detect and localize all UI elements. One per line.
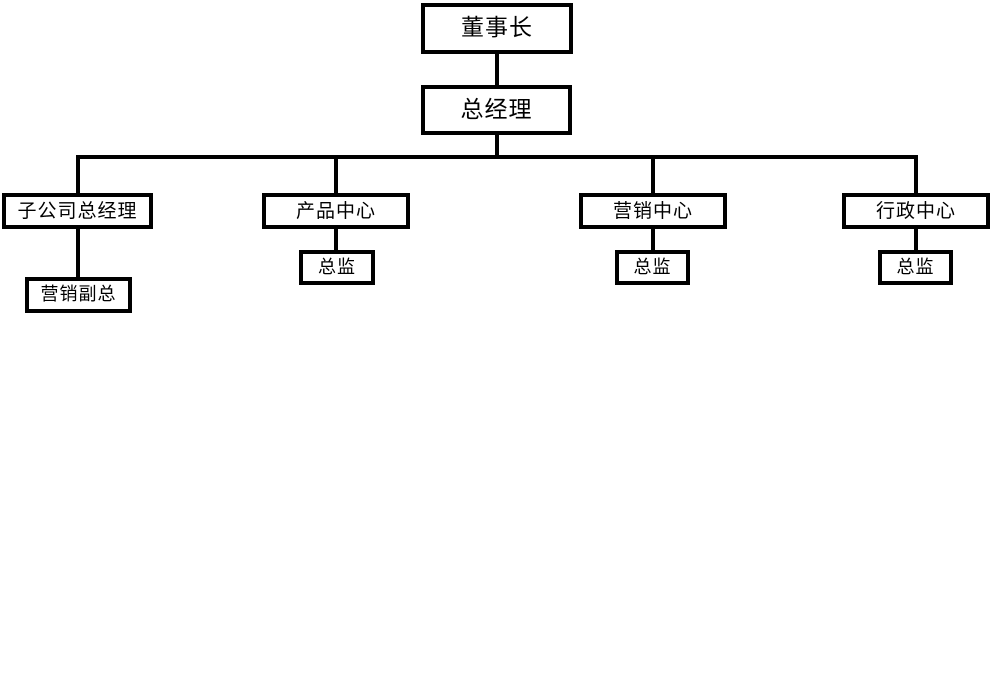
org-node-admin-director-label: 总监 [896, 256, 935, 278]
org-node-admin-director[interactable]: 总监 [878, 250, 953, 285]
connector-product-center-to-director [334, 229, 338, 252]
connector-subsidiary-gm-to-vp-sales [76, 229, 80, 279]
connector-bus-to-sales-center [651, 155, 655, 195]
org-node-product-director[interactable]: 总监 [299, 250, 375, 285]
org-node-product-center-label: 产品中心 [295, 199, 376, 222]
org-node-product-director-label: 总监 [318, 256, 356, 278]
org-node-admin-center-label: 行政中心 [875, 199, 956, 222]
org-node-general-manager-label: 总经理 [460, 96, 533, 123]
org-node-sales-director[interactable]: 总监 [615, 250, 690, 285]
org-node-vp-sales-label: 营销副总 [40, 284, 117, 305]
org-node-sales-center-label: 营销中心 [612, 199, 693, 222]
org-node-vp-sales[interactable]: 营销副总 [25, 277, 132, 313]
connector-sales-center-to-director [651, 229, 655, 252]
connector-bus-to-product-center [334, 155, 338, 195]
connector-horizontal-bus [78, 155, 918, 159]
org-node-chairman-label: 董事长 [461, 15, 533, 41]
connector-bus-to-subsidiary-gm [76, 155, 80, 195]
org-node-admin-center[interactable]: 行政中心 [842, 193, 990, 229]
connector-admin-center-to-director [914, 229, 918, 252]
org-node-general-manager[interactable]: 总经理 [421, 85, 572, 135]
org-node-sales-director-label: 总监 [633, 256, 672, 278]
connector-general-manager-to-bus [495, 135, 499, 159]
connector-bus-to-admin-center [914, 155, 918, 195]
org-node-sales-center[interactable]: 营销中心 [579, 193, 727, 229]
connector-chairman-to-general-manager [495, 54, 499, 86]
org-node-product-center[interactable]: 产品中心 [262, 193, 410, 229]
org-node-subsidiary-general-manager[interactable]: 子公司总经理 [2, 193, 153, 229]
org-node-subsidiary-general-manager-label: 子公司总经理 [17, 199, 138, 222]
org-node-chairman[interactable]: 董事长 [421, 3, 573, 54]
